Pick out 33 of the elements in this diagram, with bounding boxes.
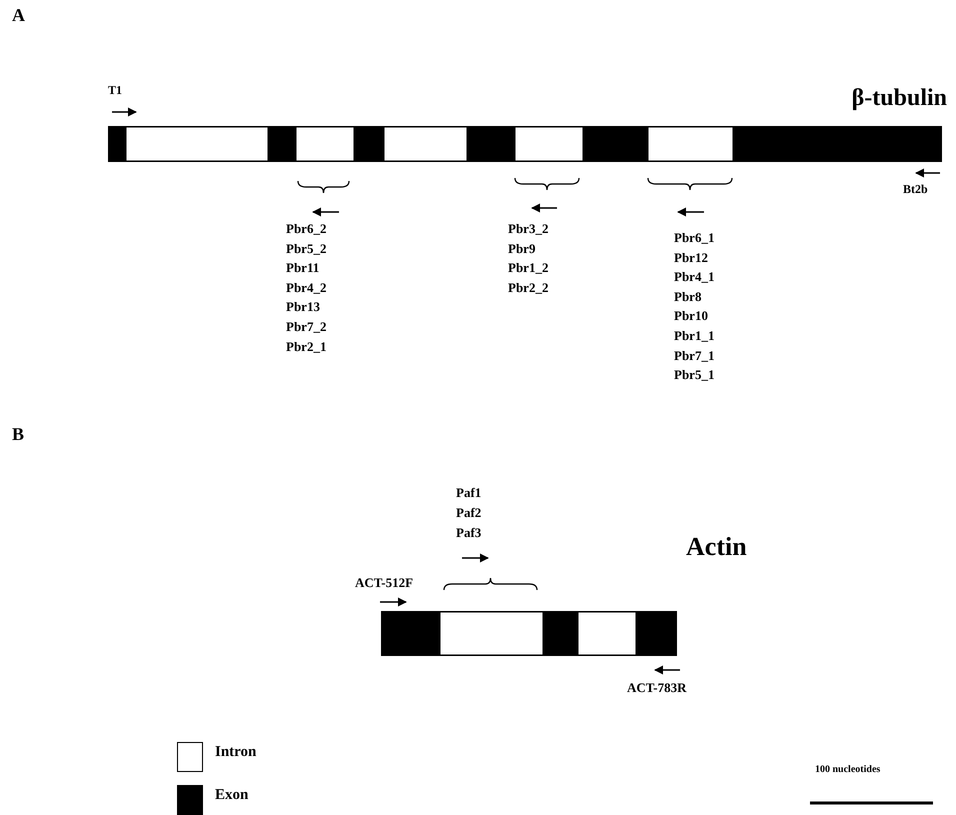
primer-label: Pbr4_2 [286, 280, 326, 294]
primer-label: ACT-783R [627, 681, 686, 694]
primer-label: Pbr10 [674, 309, 708, 322]
primer-label: Pbr5_2 [286, 242, 326, 255]
legend-label: Exon [215, 788, 248, 803]
primer-label: Pbr1_1 [674, 329, 714, 342]
primer-label: Pbr9 [508, 242, 536, 255]
primer-label: Pbr11 [286, 261, 320, 274]
primer-label: Pbr2_1 [286, 340, 326, 353]
primer-label: Pbr7_2 [286, 320, 326, 333]
primer-label: Pbr12 [674, 250, 708, 264]
primer-label: Pbr5_1 [674, 368, 714, 382]
primer-label: Pbr6_2 [286, 222, 326, 235]
primer-label: Pbr1_2 [508, 261, 548, 274]
primer-label: Pbr7_1 [674, 348, 714, 362]
primer-label: T1 [108, 84, 122, 96]
primer-label: ACT-512F [355, 576, 414, 589]
scale-label: 100 nucleotides [815, 765, 880, 775]
primer-label: Pbr2_2 [508, 280, 548, 294]
primer-label: Paf1 [456, 486, 482, 499]
panel-letter: B [12, 425, 24, 443]
primer-label: Pbr3_2 [508, 222, 548, 235]
legend-label: Intron [215, 745, 256, 760]
primer-label: Pbr6_1 [674, 231, 714, 244]
panel-letter: A [12, 6, 25, 24]
primer-label: Paf3 [456, 526, 482, 539]
primer-label: Bt2b [903, 183, 928, 195]
primer-label: Paf2 [456, 506, 482, 519]
primer-label: Pbr4_1 [674, 270, 714, 284]
primer-label: Pbr8 [674, 290, 702, 303]
gene-title: Actin [686, 534, 747, 560]
gene-title: β-tubulin [852, 86, 947, 110]
primer-label: Pbr13 [286, 300, 320, 314]
